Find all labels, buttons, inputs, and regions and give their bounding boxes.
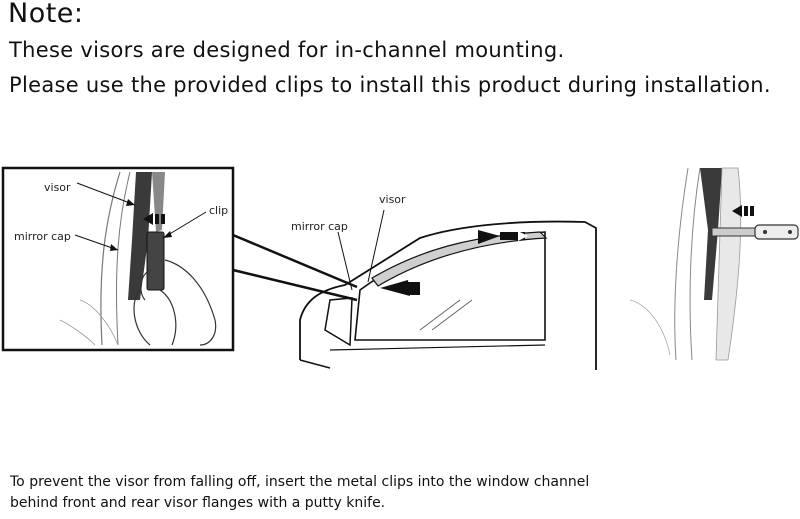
putty-knife-blade xyxy=(711,227,758,237)
truck-label-mirror-cap: mirror cap xyxy=(291,220,348,233)
inset-pillar-outline xyxy=(100,171,121,346)
inset-label-mirror-cap: mirror cap xyxy=(14,230,71,243)
callout-line-bottom xyxy=(232,268,358,302)
inset-label-visor: visor xyxy=(44,181,71,194)
truck-mirror xyxy=(324,297,353,347)
instructions-line-1: To prevent the visor from falling off, i… xyxy=(10,474,590,490)
note-line-2: Please use the provided clips to install… xyxy=(9,73,771,97)
truck-arrow-rear xyxy=(478,230,500,244)
truck-visor xyxy=(371,231,548,287)
inset-push-arrow xyxy=(143,213,153,225)
putty-knife-detail xyxy=(629,167,799,361)
truck-arrow-front xyxy=(380,280,410,296)
note-line-1: These visors are designed for in-channel… xyxy=(9,38,565,62)
inset-clip xyxy=(146,231,165,291)
inset-visor-strip xyxy=(128,172,152,300)
inset-clip-detail: visor mirror cap clip xyxy=(1,166,235,352)
truck-label-visor: visor xyxy=(379,193,406,206)
truck-body-outline xyxy=(299,220,597,370)
instructions: To prevent the visor from falling off, i… xyxy=(10,472,589,514)
callout-line-top xyxy=(232,233,358,289)
right-pillar-outline xyxy=(674,167,689,361)
putty-knife-handle xyxy=(754,224,799,240)
note-title: Note: xyxy=(8,0,84,29)
inset-label-clip: clip xyxy=(209,204,228,217)
right-visor-strip xyxy=(700,168,722,300)
instructions-line-2: behind front and rear visor flanges with… xyxy=(10,495,386,511)
right-push-arrow xyxy=(732,205,742,217)
inset-frame xyxy=(1,166,235,352)
truck-door-illustration: visor mirror cap xyxy=(291,193,597,370)
inset-hand xyxy=(133,259,217,346)
